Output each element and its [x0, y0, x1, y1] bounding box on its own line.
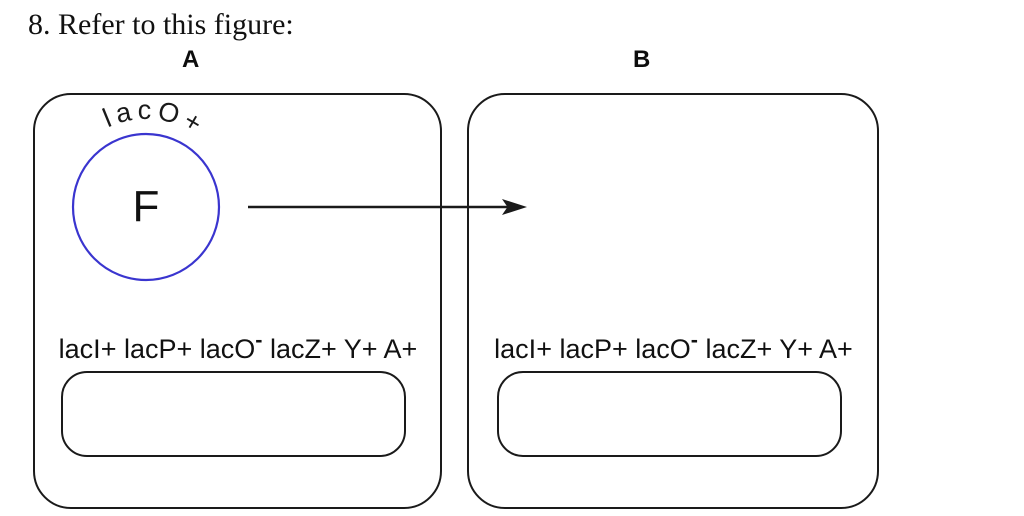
genotype-text-post: lacZ+ Y+ A+ [262, 334, 418, 364]
cell-b-chromosome-box [497, 371, 842, 457]
cell-b-genotype: lacI+ lacP+ lacO- lacZ+ Y+ A+ [467, 327, 880, 365]
genotype-text-post: lacZ+ Y+ A+ [697, 334, 853, 364]
cell-a-chromosome-box [61, 371, 406, 457]
genotype-superscript-minus: - [690, 327, 698, 353]
cell-b-label: B [633, 46, 651, 73]
question-title: 8. Refer to this figure: [28, 8, 294, 41]
f-plasmid-circle [71, 132, 221, 282]
genotype-text-pre: lacI+ lacP+ lacO [58, 334, 256, 364]
genotype-superscript-minus: - [255, 327, 263, 353]
cell-a-genotype: lacI+ lacP+ lacO- lacZ+ Y+ A+ [33, 327, 443, 365]
cell-a-label: A [182, 46, 200, 73]
genotype-text-pre: lacI+ lacP+ lacO [494, 334, 691, 364]
transfer-arrow-head [502, 199, 527, 215]
f-plasmid-name: F [132, 182, 160, 231]
